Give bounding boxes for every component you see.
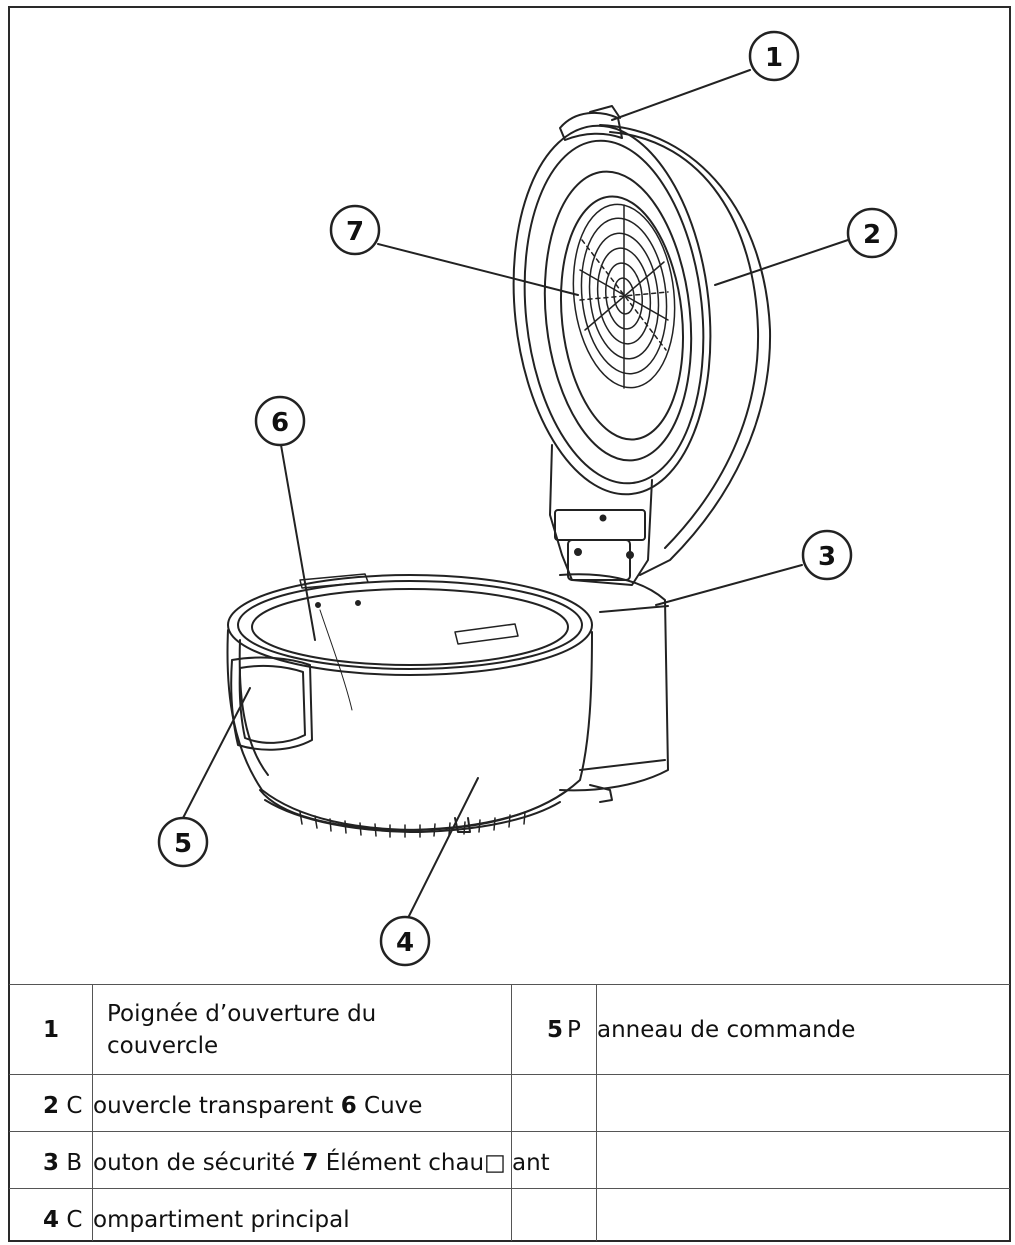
table-rule bbox=[9, 1074, 1010, 1075]
legend-table: 1 Poignée d’ouverture du couvercle 5 P a… bbox=[9, 984, 1010, 1241]
table-rule bbox=[511, 984, 512, 1241]
heating-element bbox=[572, 203, 676, 389]
callout-7: 7 bbox=[346, 217, 364, 247]
callout-6: 6 bbox=[271, 408, 289, 438]
control-panel bbox=[230, 656, 313, 751]
legend-label: Cuve bbox=[356, 1093, 423, 1119]
legend-label: outon de sécurité bbox=[93, 1150, 303, 1176]
table-rule bbox=[9, 984, 1010, 985]
legend-number: 3 bbox=[43, 1150, 60, 1176]
legend-label: ant bbox=[512, 1150, 550, 1176]
legend-label: ompartiment principal bbox=[93, 1207, 350, 1233]
legend-entry: 4 C bbox=[43, 1204, 82, 1236]
callout-4: 4 bbox=[396, 928, 414, 958]
main-compartment bbox=[226, 573, 669, 838]
legend-number: 1 bbox=[43, 1017, 60, 1043]
legend-number: 4 bbox=[43, 1207, 60, 1233]
transparent-lid bbox=[512, 105, 772, 586]
legend-number: 6 bbox=[340, 1093, 357, 1119]
legend-label: B bbox=[66, 1150, 83, 1176]
legend-label: Poignée d’ouverture du bbox=[107, 1001, 377, 1027]
legend-number: 5 bbox=[547, 1017, 564, 1043]
legend-label: C bbox=[66, 1093, 83, 1119]
table-rule bbox=[9, 1188, 1010, 1189]
callout-1: 1 bbox=[765, 43, 783, 73]
callout-5: 5 bbox=[174, 829, 192, 859]
table-rule bbox=[9, 1131, 1010, 1132]
legend-number: 7 bbox=[302, 1150, 319, 1176]
legend-label: Élément chau□ bbox=[318, 1150, 506, 1176]
callout-2: 2 bbox=[863, 220, 881, 250]
legend-label: C bbox=[66, 1207, 83, 1233]
figure-frame bbox=[8, 6, 1011, 1242]
legend-entry: ouvercle transparent 6 Cuve bbox=[93, 1090, 422, 1122]
legend-label: couvercle bbox=[107, 1033, 219, 1059]
callout-3: 3 bbox=[818, 542, 836, 572]
legend-label: P bbox=[567, 1017, 581, 1043]
legend-number: 2 bbox=[43, 1093, 60, 1119]
table-rule bbox=[596, 984, 597, 1241]
legend-entry: outon de sécurité 7 Élément chau□ bbox=[93, 1147, 506, 1179]
legend-entry: 3 B bbox=[43, 1147, 82, 1179]
table-rule bbox=[92, 984, 93, 1241]
legend-label: anneau de commande bbox=[597, 1017, 856, 1043]
legend-entry: 2 C bbox=[43, 1090, 82, 1122]
appliance-diagram: 1 2 3 4 5 6 7 bbox=[157, 30, 898, 967]
legend-label: ouvercle transparent bbox=[93, 1093, 341, 1119]
lid-handle bbox=[559, 111, 623, 141]
